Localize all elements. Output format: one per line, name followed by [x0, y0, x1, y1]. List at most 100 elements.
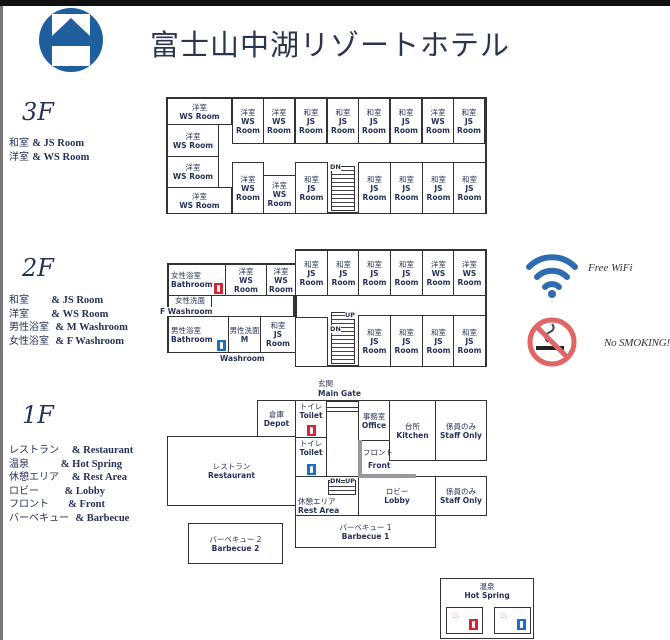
room-name-en: WS Room: [269, 275, 293, 294]
legend-jp: フロント: [9, 499, 65, 510]
room-name-jp: レストラン: [212, 462, 251, 471]
room-name-jp: 和室: [461, 107, 477, 117]
legend-jp: 女性浴室: [9, 335, 53, 347]
room-name-en: JS Room: [457, 116, 481, 135]
room-name-en: Toilet: [299, 411, 323, 420]
room-name-jp: 係員のみ: [446, 487, 476, 496]
legend-item: 洋室 & WS Room: [9, 308, 128, 322]
room-name-en: JS Room: [331, 116, 355, 135]
room-name-jp: 男性浴室: [171, 325, 201, 335]
room-name-jp: 和室: [399, 174, 414, 184]
front-desk-wall: [358, 440, 362, 478]
legend-en: & WS Room: [32, 151, 90, 163]
room-name-jp: 事務室: [362, 411, 386, 421]
room-name-en: JS Room: [457, 183, 482, 202]
legend-item: レストラン & Restaurant: [9, 444, 133, 458]
room-name-en: WS Room: [267, 190, 292, 208]
room-name-en: Hot Spring: [464, 591, 510, 600]
room-name-en: JS Room: [394, 336, 419, 355]
no-smoking-label: No SMOKING!!: [604, 337, 670, 349]
room-name-jp: 和室: [367, 327, 382, 337]
room-name-en: WS Room: [234, 275, 258, 294]
floor-label-2f: 2F: [22, 254, 54, 282]
room-name-en: JS Room: [299, 116, 323, 135]
room-name-jp: 和室: [367, 174, 382, 184]
legend-item: 和室 & JS Room: [9, 294, 128, 308]
room-name-jp: 和室: [431, 327, 446, 337]
room-name-en: JS Room: [457, 336, 482, 355]
male-bath-icon: [517, 619, 526, 630]
room-name-en: JS Room: [362, 268, 387, 287]
floor-label-1f: 1F: [22, 401, 54, 429]
legend-jp: 和室: [9, 138, 29, 149]
left-border: [0, 6, 3, 640]
f-washroom-label: F Washroom: [160, 307, 213, 316]
male-bath-area: ♨: [494, 607, 531, 634]
front-desk-counter: [358, 474, 416, 478]
room-name-jp: 洋室: [430, 107, 446, 117]
legend-jp: 和室: [9, 295, 49, 306]
room-name-jp: バーベキュー 1: [339, 522, 392, 532]
male-toilet-icon: [217, 340, 226, 351]
room-name-en: Bathroom: [171, 280, 213, 289]
room-name-jp: 洋室: [431, 259, 446, 269]
legend-jp: 洋室: [9, 151, 29, 163]
room-name-jp: 係員のみ: [446, 421, 476, 431]
room-name-jp: 和室: [335, 107, 351, 117]
legend-en: & Restaurant: [71, 445, 134, 456]
room-name-en: Toilet: [299, 448, 323, 457]
no-smoking-icon: [527, 317, 577, 367]
front-jp: フロント: [363, 448, 393, 457]
room-name-jp: 洋室: [272, 181, 287, 190]
legend-item: 温泉 & Hot Spring: [9, 458, 133, 472]
room-name-jp: 和室: [366, 107, 382, 117]
room-name-jp: 洋室: [192, 102, 207, 112]
room-name-jp: 洋室: [240, 107, 256, 117]
stairs-3f: [331, 166, 355, 211]
room-name-en: Lobby: [384, 496, 410, 505]
room-name-en: Restaurant: [208, 471, 255, 480]
room-name-jp: 休憩エリア: [298, 497, 336, 506]
room-name-jp: トイレ: [299, 439, 323, 448]
legend-jp: レストラン: [9, 445, 69, 456]
room-name-en: JS Room: [394, 183, 419, 202]
legend-en: & Barbecue: [75, 512, 130, 524]
room-name-en: Barbecue 1: [341, 531, 390, 541]
female-toilet-icon: [307, 425, 316, 436]
room-name-en: Staff Only: [440, 496, 482, 505]
legend-item: 休憩エリア & Rest Area: [9, 471, 133, 485]
room-name-jp: 洋室: [271, 107, 287, 117]
room-name-en: WS Room: [426, 116, 450, 135]
stairs-1f-up: UP: [345, 477, 356, 485]
front-en: Front: [368, 461, 391, 470]
room-name-jp: 和室: [336, 259, 351, 269]
room-name-en: Kitchen: [396, 430, 429, 440]
female-bath-icon: [469, 619, 478, 630]
free-wifi-label: Free WiFi: [588, 262, 633, 274]
female-toilet-icon: [214, 283, 223, 294]
room-name-jp: 和室: [303, 107, 319, 117]
room-name-jp: 和室: [398, 107, 414, 117]
room-name-en: WS Room: [172, 140, 214, 150]
room-name-jp: 洋室: [185, 131, 201, 141]
floor-label-3f: 3F: [22, 98, 54, 126]
